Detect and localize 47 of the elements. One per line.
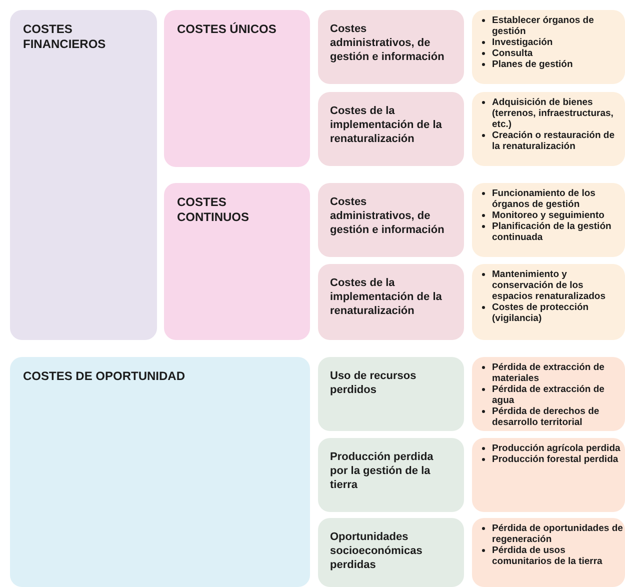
- group-box: [164, 10, 310, 167]
- bullet-text: Monitoreo y seguimiento: [492, 210, 604, 221]
- bullet-text: Pérdida de usos comunitarios de la tierra: [492, 545, 602, 567]
- heading: COSTES DE OPORTUNIDAD: [23, 369, 186, 384]
- bullet-text: Mantenimiento y conservación de los espacios renaturalizados: [492, 269, 606, 302]
- bullet-text: Pérdida de extracción de agua: [492, 384, 604, 406]
- list-box: [472, 438, 625, 512]
- category-box: [10, 357, 310, 587]
- bullet-text: Investigación: [492, 37, 553, 48]
- bullet-text: Establecer órganos de gestión: [492, 15, 594, 37]
- cost-box: [318, 357, 464, 431]
- cost-label: Uso de recursos perdidos: [330, 369, 418, 397]
- bullet-text: Pérdida de derechos de desarrollo territorial: [492, 406, 600, 428]
- bullet-text: Planes de gestión: [492, 59, 573, 70]
- bullet-text: Producción agrícola perdida: [492, 443, 620, 454]
- cost-label: Costes administrativos, de gestión e información: [330, 22, 446, 64]
- cost-box: [318, 10, 464, 84]
- cost-label: Producción perdida por la gestión de la tierra: [330, 450, 434, 492]
- bullet-text: Costes de protección (vigilancia): [492, 302, 589, 324]
- heading: COSTES CONTINUOS: [177, 195, 250, 225]
- heading: COSTES FINANCIEROS: [23, 22, 107, 52]
- cost-label: Oportunidades socioeconómicas perdidas: [330, 530, 424, 572]
- cost-label: Costes de la implementación de la renaturalización: [330, 276, 443, 318]
- list-box: [472, 518, 625, 587]
- cost-label: Costes administrativos, de gestión e información: [330, 195, 446, 237]
- group-box: [164, 183, 310, 340]
- bullet-text: Creación o restauración de la renaturalización: [492, 130, 614, 152]
- cost-label: Costes de la implementación de la renaturalización: [330, 104, 443, 146]
- list-box: [472, 183, 625, 257]
- cost-box: [318, 264, 464, 340]
- list-box: [472, 264, 625, 340]
- cost-box: [318, 183, 464, 257]
- bullet-text: Planificación de la gestión continuada: [492, 221, 612, 243]
- cost-box: [318, 92, 464, 166]
- list-box: [472, 10, 625, 84]
- bullet-text: Funcionamiento de los órganos de gestión: [492, 188, 596, 210]
- list-box: [472, 357, 625, 431]
- bullet-text: Consulta: [492, 48, 533, 59]
- bullet-text: Pérdida de oportunidades de regeneración: [492, 523, 623, 545]
- bullet-text: Adquisición de bienes (terrenos, infraestructuras, etc.): [492, 97, 614, 130]
- cost-box: [318, 438, 464, 512]
- bullet-text: Producción forestal perdida: [492, 454, 618, 465]
- list-box: [472, 92, 625, 166]
- cost-box: [318, 518, 464, 587]
- category-box: [10, 10, 157, 340]
- bullet-text: Pérdida de extracción de materiales: [492, 362, 604, 384]
- heading: COSTES ÚNICOS: [177, 22, 278, 37]
